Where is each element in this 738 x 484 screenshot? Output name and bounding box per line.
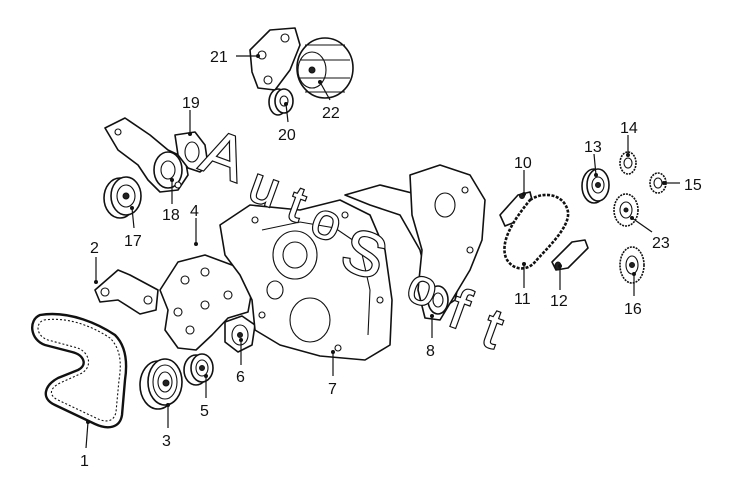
- callout-11: 11: [514, 291, 531, 308]
- callout-21: 21: [210, 49, 228, 66]
- chain-tensioner-shoe: [551, 239, 589, 271]
- watermark-letter: A: [193, 117, 256, 196]
- tensioner: [224, 315, 256, 353]
- water-pump: [104, 117, 189, 193]
- callout-23: 23: [652, 235, 670, 252]
- callout-4: 4: [190, 203, 199, 220]
- drive-belt: [31, 312, 128, 429]
- callout-13: 13: [584, 139, 602, 156]
- callout-8: 8: [426, 343, 435, 360]
- callout-3: 3: [162, 433, 171, 450]
- callout-5: 5: [200, 403, 209, 420]
- callout-20: 20: [278, 127, 296, 144]
- alternator: [296, 37, 354, 99]
- intermediate-gear: [613, 193, 639, 227]
- watermark-letter: t: [475, 296, 512, 361]
- camshaft-sprocket: [581, 168, 610, 204]
- callout-2: 2: [90, 240, 99, 257]
- callout-15: 15: [684, 177, 702, 194]
- callout-10: 10: [514, 155, 532, 172]
- alternator-pulley: [268, 88, 294, 116]
- callout-12: 12: [550, 293, 568, 310]
- crankshaft-pulley: [139, 358, 183, 410]
- crankshaft-sprocket: [619, 246, 645, 284]
- callout-19: 19: [182, 95, 200, 112]
- callout-17: 17: [124, 233, 142, 250]
- timing-chain: [503, 193, 570, 270]
- tensioner-bracket: [94, 269, 159, 315]
- water-pump-pulley: [103, 176, 142, 219]
- water-pump-gasket: [174, 131, 209, 173]
- alternator-bracket: [249, 27, 301, 91]
- callout-16: 16: [624, 301, 642, 318]
- small-gear: [619, 151, 637, 175]
- callout-labels: 1 2 3 4 5 6 7 8 10 11 12 13 14 15 16 17 …: [80, 49, 702, 470]
- callout-18: 18: [162, 207, 180, 224]
- callout-1: 1: [80, 453, 89, 470]
- callout-22: 22: [322, 105, 340, 122]
- timing-cover: [219, 199, 393, 361]
- callout-7: 7: [328, 381, 337, 398]
- accessory-bracket: [159, 254, 253, 351]
- back-plate: [409, 164, 486, 321]
- idler-pulley: [183, 353, 214, 386]
- leader-lines: [85, 54, 680, 449]
- callout-6: 6: [236, 369, 245, 386]
- callout-14: 14: [620, 120, 638, 137]
